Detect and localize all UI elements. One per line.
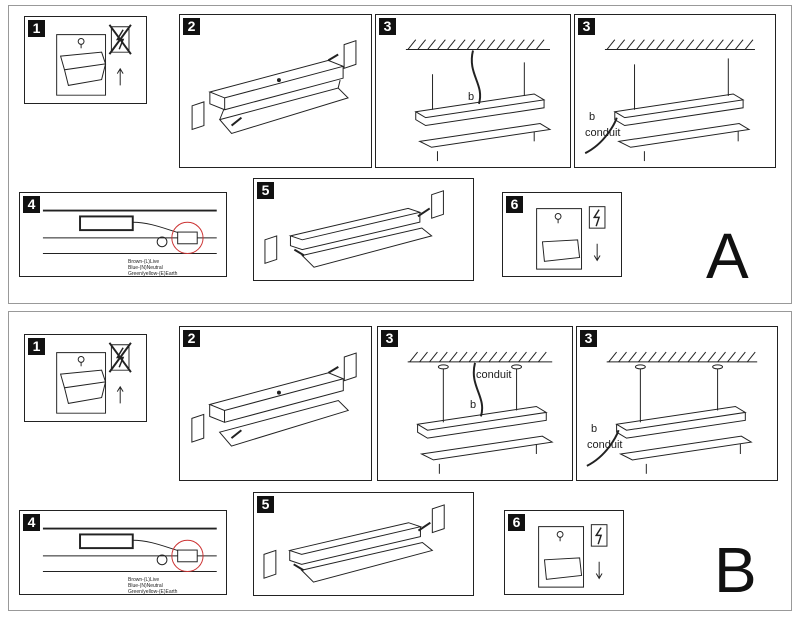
arrow-down-icon — [593, 243, 601, 262]
arrow-up-icon — [116, 67, 124, 86]
no-power-icon — [108, 342, 132, 373]
step-number: 4 — [23, 514, 40, 531]
switch-on-icon — [536, 206, 606, 270]
label-b: b — [589, 111, 596, 123]
step-4-panel: 4 Brown-(L)Live Blue-(N)Neutral Green/ye… — [19, 192, 227, 277]
wire-green-label: Green/yellow-(E)Earth — [128, 589, 178, 595]
step-2-panel: 2 — [179, 14, 372, 168]
fixture-end-cap-diagram — [191, 39, 357, 135]
switch-off-icon — [56, 24, 132, 96]
step-1-panel: 1 — [24, 16, 147, 104]
wire-blue-label: Blue-(N)Neutral — [128, 583, 163, 589]
no-power-icon — [108, 24, 132, 55]
wire-blue-label: Blue-(N)Neutral — [128, 265, 163, 271]
step-4-panel: 4 Brown-(L)Live Blue-(N)Neutral Green/ye… — [19, 510, 227, 595]
step-number: 2 — [183, 18, 200, 35]
power-on-icon — [588, 206, 606, 229]
step-number: 3 — [381, 330, 398, 347]
step-3a-panel: 3 b — [375, 14, 571, 168]
step-3a-panel: 3 conduit b — [377, 326, 573, 481]
section-letter: A — [706, 220, 749, 292]
step-number: 6 — [506, 196, 523, 213]
fixture-end-cap-diagram — [191, 352, 357, 447]
arrow-up-icon — [116, 385, 124, 404]
switch-on-icon — [538, 524, 608, 588]
step-3b-panel: 3 b conduit — [576, 326, 778, 481]
arrow-down-icon — [595, 561, 603, 580]
ceiling-mount-conduit-diagram — [586, 351, 758, 474]
label-b: b — [470, 399, 477, 411]
step-1-panel: 1 — [24, 334, 147, 422]
section-letter: B — [714, 534, 757, 606]
fixture-end-cap-assembly-diagram — [263, 504, 445, 583]
step-number: 5 — [257, 182, 274, 199]
step-number: 6 — [508, 514, 525, 531]
power-on-icon — [590, 524, 608, 547]
step-number: 3 — [580, 330, 597, 347]
fixture-end-cap-assembly-diagram — [264, 190, 444, 268]
step-5-panel: 5 — [253, 178, 474, 281]
step-number: 1 — [28, 20, 45, 37]
step-3b-panel: 3 b conduit — [574, 14, 776, 168]
label-conduit: conduit — [585, 127, 621, 139]
step-6-panel: 6 — [502, 192, 622, 277]
step-number: 2 — [183, 330, 200, 347]
step-number: 3 — [578, 18, 595, 35]
step-number: 4 — [23, 196, 40, 213]
ceiling-mount-diagram — [407, 351, 554, 474]
label-conduit: conduit — [587, 439, 623, 451]
step-2-panel: 2 — [179, 326, 372, 481]
wire-green-label: Green/yellow-(E)Earth — [128, 271, 178, 277]
label-b: b — [591, 423, 598, 435]
switch-off-icon — [56, 342, 132, 414]
step-5-panel: 5 — [253, 492, 474, 596]
wire-brown-label: Brown-(L)Live — [128, 259, 160, 265]
label-conduit: conduit — [476, 369, 512, 381]
section-b: 1 2 3 — [8, 311, 792, 611]
label-b: b — [468, 91, 475, 103]
wiring-diagram — [42, 527, 217, 573]
ceiling-mount-conduit-diagram — [584, 39, 755, 162]
ceiling-mount-diagram — [405, 39, 552, 162]
wiring-diagram — [42, 209, 217, 255]
section-a: 1 2 3 — [8, 5, 792, 304]
step-number: 3 — [379, 18, 396, 35]
step-6-panel: 6 — [504, 510, 624, 595]
step-number: 1 — [28, 338, 45, 355]
wire-brown-label: Brown-(L)Live — [128, 577, 160, 583]
step-number: 5 — [257, 496, 274, 513]
